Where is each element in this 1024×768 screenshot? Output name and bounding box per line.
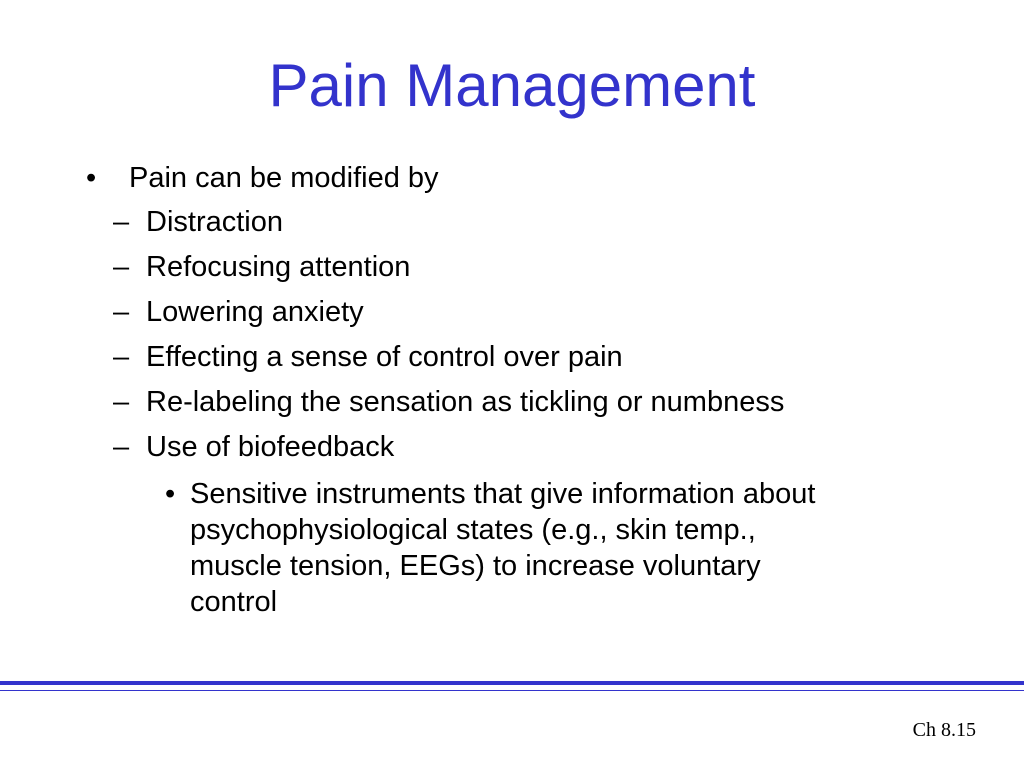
sub-bullet-marker: –	[113, 386, 130, 418]
sub-sub-bullet-line: psychophysiological states (e.g., skin t…	[190, 514, 756, 546]
sub-bullet: Re-labeling the sensation as tickling or…	[146, 386, 785, 418]
sub-bullet: Effecting a sense of control over pain	[146, 341, 623, 373]
sub-sub-bullet-line: Sensitive instruments that give informat…	[190, 478, 816, 510]
slide-footer-number: Ch 8.15	[912, 719, 976, 741]
bullet-marker: •	[86, 162, 97, 194]
sub-sub-bullet-line: control	[190, 586, 278, 618]
sub-bullet-marker: –	[113, 206, 130, 238]
sub-bullet-marker: –	[113, 431, 130, 463]
sub-bullet: Distraction	[146, 206, 283, 238]
sub-bullet-marker: –	[113, 296, 130, 328]
sub-sub-bullet-line: muscle tension, EEGs) to increase volunt…	[190, 550, 761, 582]
slide-title: Pain Management	[268, 52, 756, 119]
sub-sub-bullet-marker: •	[165, 478, 176, 510]
sub-bullet: Refocusing attention	[146, 251, 411, 283]
footer-rule-thin	[0, 690, 1024, 691]
sub-bullet-marker: –	[113, 251, 130, 283]
footer-rule-thick	[0, 681, 1024, 685]
sub-bullet-marker: –	[113, 341, 130, 373]
main-bullet: Pain can be modified by	[129, 162, 439, 194]
sub-bullet: Lowering anxiety	[146, 296, 364, 328]
sub-bullet: Use of biofeedback	[146, 431, 395, 463]
